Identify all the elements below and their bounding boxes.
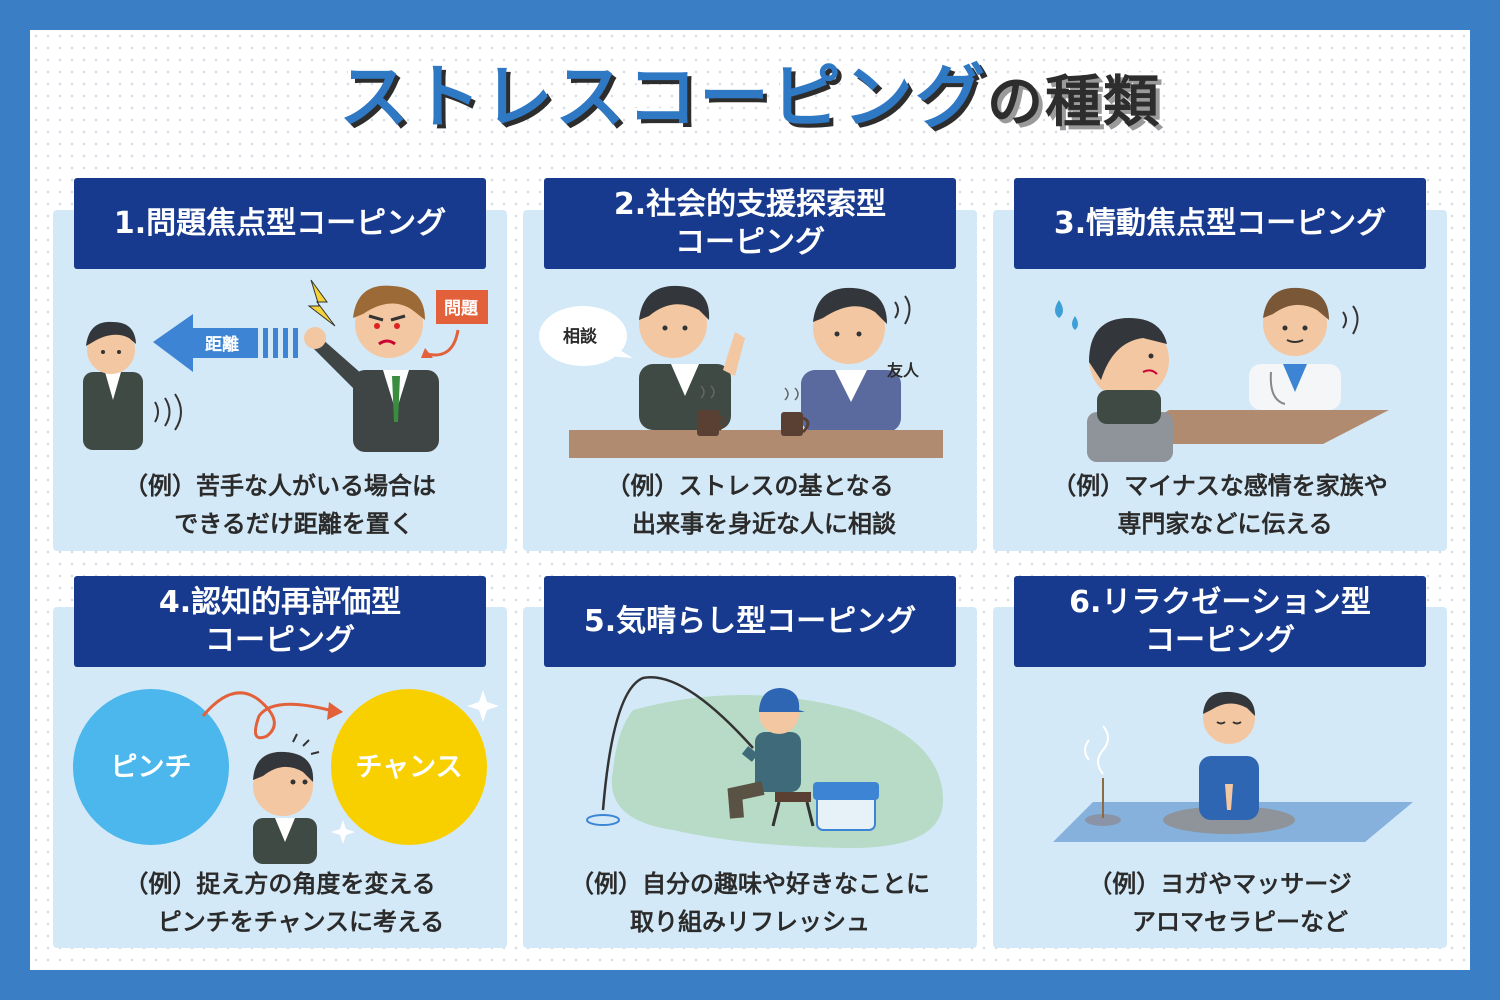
title-suffix: の種類 [987,70,1161,135]
card-label-line: 1.問題焦点型コーピング [113,205,447,241]
desk [1113,410,1389,444]
card-label-social-support: 2.社会的支援探索型 コーピング [544,178,956,269]
card-label-line: コーピング [1145,622,1295,658]
lightning-icon [307,279,336,327]
example-line: 出来事を身近な人に相談 [632,510,896,538]
example-line: （例）自分の趣味や好きなことに [570,870,930,898]
illustration-emotion-focused [1055,287,1389,462]
card-label-line: コーピング [205,622,355,658]
example-line: できるだけ距離を置く [174,510,414,538]
illustration-diversion [586,676,943,849]
example-diversion: （例）自分の趣味や好きなことに 取り組みリフレッシュ [523,865,977,941]
fishing-person [727,688,815,827]
angry-person [304,285,439,452]
incense-icon [1084,725,1121,826]
example-line: アロマセラピーなど [1132,908,1348,936]
example-social-support: （例）ストレスの基となる 出来事を身近な人に相談 [523,467,977,543]
example-line: ピンチをチャンスに考える [157,908,445,936]
fishing-rod-icon [601,676,754,811]
card-label-line: 6.リラクゼーション型 [1069,584,1371,620]
meditating-person [1163,691,1295,834]
card-label-emotion-focused: 3.情動焦点型コーピング [1014,178,1426,269]
title-main: ストレスコーピング [339,56,987,138]
illustration-relaxation [1053,691,1413,842]
card-label-line: 5.気晴らし型コーピング [583,603,917,639]
card-label-relaxation: 6.リラクゼーション型 コーピング [1014,576,1426,667]
example-line: （例）苦手な人がいる場合は [124,472,436,500]
illustration-problem-focused: 距離 問題 [83,279,488,452]
curved-arrow-icon [201,691,330,740]
card-label-line: 4.認知的再評価型 [158,584,402,620]
patient-person [1087,318,1173,462]
consult-tag: 相談 [563,326,598,347]
illustration-cognitive-reappraisal: ピンチ チャンス [73,689,499,864]
page-title: ストレスコーピングの種類 [0,52,1500,148]
card-label-line: 3.情動焦点型コーピング [1053,205,1387,241]
example-line: （例）捉え方の角度を変える [124,870,436,898]
sparkle-icon [467,690,499,722]
card-label-problem-focused: 1.問題焦点型コーピング [74,178,486,269]
doctor-person [1249,287,1341,410]
card-label-cognitive-reappraisal: 4.認知的再評価型 コーピング [74,576,486,667]
consulting-person [639,285,745,430]
card-label-line: 2.社会的支援探索型 [613,186,887,222]
example-line: （例）ヨガやマッサージ [1088,870,1352,898]
problem-tag: 問題 [444,299,479,319]
card-label-line: コーピング [675,224,825,260]
example-line: 取り組みリフレッシュ [630,908,870,936]
card-label-diversion: 5.気晴らし型コーピング [544,576,956,667]
cooler-box-icon [813,782,879,831]
example-line: （例）ストレスの基となる [606,472,894,500]
distance-arrow-icon [153,314,258,372]
speech-bubble-icon [539,306,627,366]
example-emotion-focused: （例）マイナスな感情を家族や 専門家などに伝える [993,467,1447,543]
coffee-cup-icon [697,385,726,436]
pinch-tag: ピンチ [111,752,192,783]
distance-tag: 距離 [205,334,239,355]
table [569,430,943,458]
friend-tag: 友人 [887,361,920,380]
sweat-drop-icon [1055,300,1078,330]
thinking-person [253,751,317,864]
example-problem-focused: （例）苦手な人がいる場合は できるだけ距離を置く [53,467,507,543]
example-line: （例）マイナスな感情を家族や [1052,472,1388,500]
chance-tag: チャンス [355,752,462,783]
example-relaxation: （例）ヨガやマッサージ アロマセラピーなど [993,865,1447,941]
chance-circle [331,689,487,845]
retreating-person [83,321,143,450]
example-line: 専門家などに伝える [1117,510,1333,538]
pinch-circle [73,689,229,845]
illustration-social-support: 相談 友人 [539,285,943,458]
example-cognitive-reappraisal: （例）捉え方の角度を変える ピンチをチャンスに考える [53,865,507,941]
sparkle-icon [331,820,355,844]
friend-person [801,287,901,432]
coffee-cup-icon [781,387,810,436]
